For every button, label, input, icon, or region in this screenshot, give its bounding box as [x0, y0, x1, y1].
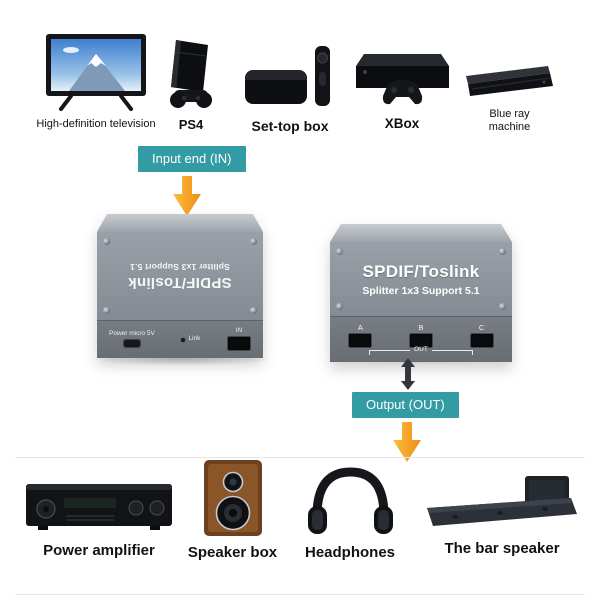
out-bracket: OUT	[369, 345, 473, 357]
divider-line-bottom	[15, 594, 585, 595]
device-label-bluray: Blue ray machine	[488, 108, 531, 133]
output-down-arrow-icon	[390, 422, 424, 462]
out-port-a-group: A	[348, 323, 373, 348]
spdif-out-port-a	[348, 332, 373, 348]
headphones-icon	[303, 464, 398, 538]
screw-icon	[499, 248, 506, 255]
bracket-line	[369, 349, 411, 355]
tv-icon	[41, 30, 151, 112]
port-b-label: B	[418, 323, 424, 332]
device-label-amplifier: Power amplifier	[43, 542, 155, 559]
spdif-in-port	[227, 336, 251, 352]
screw-icon	[103, 307, 110, 314]
device-label-ps4: PS4	[178, 117, 204, 132]
bracket-line	[431, 349, 473, 355]
input-end-badge: Input end (IN)	[138, 146, 246, 172]
screw-icon	[250, 238, 257, 245]
device-label-xbox: XBox	[384, 116, 420, 131]
out-port-b-group: B	[408, 323, 433, 348]
splitter-back-view: SPDIF/Toslink Splitter 1x3 Support 5.1 P…	[97, 214, 263, 358]
spdif-out-port-b	[408, 332, 433, 348]
splitter-front-subtitle: Splitter 1x3 Support 5.1	[362, 284, 480, 297]
output-device-amplifier: Power amplifier	[20, 470, 178, 559]
spdif-out-port-c	[469, 332, 494, 348]
splitter-front-top-face	[330, 224, 512, 242]
in-port-group: IN	[227, 326, 251, 352]
source-device-ps4: PS4	[158, 30, 224, 133]
device-label-tv: High-definition television	[36, 118, 156, 130]
device-label-speaker: Speaker box	[187, 544, 278, 561]
output-device-headphones: Headphones	[296, 464, 404, 561]
soundbar-icon	[425, 468, 580, 534]
link-indicator-group: Link	[181, 336, 200, 343]
screw-icon	[336, 248, 343, 255]
splitter-back-subtitle: Splitter 1x3 Support 5.1	[130, 261, 230, 272]
output-badge: Output (OUT)	[352, 392, 459, 418]
double-arrow-icon	[400, 358, 416, 390]
output-device-soundbar: The bar speaker	[422, 468, 582, 557]
link-label: Link	[188, 335, 201, 343]
xbox-icon	[350, 38, 455, 110]
splitter-back-top-face	[97, 214, 263, 232]
device-label-settop: Set-top box	[251, 118, 329, 134]
out-label: OUT	[414, 345, 428, 353]
power-port-label: Power micro 5V	[109, 329, 155, 337]
source-device-xbox: XBox	[348, 38, 456, 132]
micro-usb-port	[122, 339, 141, 349]
device-label-headphones: Headphones	[304, 544, 395, 561]
screw-icon	[336, 303, 343, 310]
divider-line-top	[15, 457, 585, 458]
port-a-label: A	[357, 323, 363, 332]
screw-icon	[250, 307, 257, 314]
speaker-box-icon	[192, 458, 274, 538]
splitter-front-print: SPDIF/Toslink Splitter 1x3 Support 5.1	[362, 262, 479, 297]
power-port-group: Power micro 5V	[109, 329, 155, 349]
splitter-front-view: SPDIF/Toslink Splitter 1x3 Support 5.1 A…	[330, 224, 512, 362]
screw-icon	[499, 303, 506, 310]
source-device-tv: High-definition television	[30, 30, 162, 131]
out-port-c-group: C	[469, 323, 494, 348]
power-amplifier-icon	[24, 470, 174, 536]
link-led-icon	[181, 337, 186, 342]
output-device-speaker: Speaker box	[180, 458, 285, 561]
in-port-label: IN	[235, 326, 243, 334]
splitter-back-title: SPDIF/Toslink	[128, 273, 232, 291]
splitter-back-print: SPDIF/Toslink Splitter 1x3 Support 5.1	[128, 262, 232, 291]
bluray-player-icon	[462, 46, 557, 102]
source-device-bluray: Blue ray machine	[462, 46, 557, 133]
set-top-box-icon	[243, 34, 338, 112]
splitter-front-title: SPDIF/Toslink	[362, 261, 480, 281]
device-label-soundbar: The bar speaker	[444, 540, 560, 557]
screw-icon	[103, 238, 110, 245]
ps4-icon	[160, 30, 222, 112]
input-down-arrow-icon	[170, 176, 204, 216]
source-device-settop: Set-top box	[240, 34, 340, 134]
port-c-label: C	[478, 323, 485, 332]
